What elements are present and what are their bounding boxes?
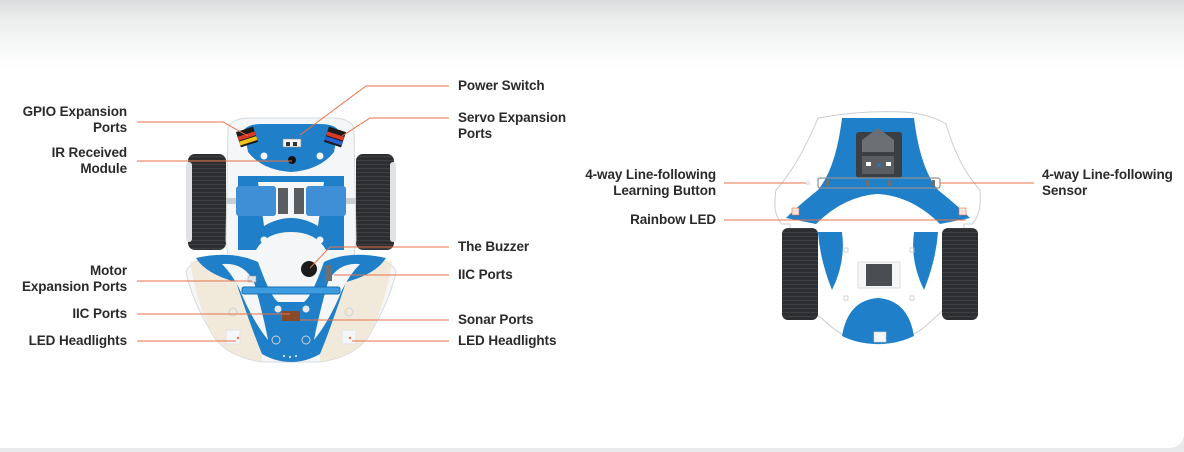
bottom-pcb-front [842, 298, 914, 344]
label-led-headlights-right: LED Headlights [458, 333, 556, 349]
label-power-switch: Power Switch [458, 78, 545, 94]
sonar-port [282, 311, 300, 321]
label-line: Learning Button [613, 183, 716, 198]
label-sonar-ports: Sonar Ports [458, 312, 534, 328]
label-line: Rainbow LED [630, 212, 716, 227]
label-line: LED Headlights [28, 333, 127, 348]
label-line: GPIO Expansion [22, 104, 127, 119]
label-iic-ports-left: IIC Ports [72, 306, 127, 322]
iic-port-right [326, 265, 332, 281]
label-line: Module [80, 161, 127, 176]
ir-receiver [288, 156, 296, 164]
svg-text:✕: ✕ [876, 161, 883, 170]
rainbow-led-left [791, 207, 800, 216]
label-servo-expansion-ports: Servo Expansion Ports [458, 110, 566, 142]
label-iic-ports-right: IIC Ports [458, 267, 513, 283]
servo-port-block [323, 126, 347, 148]
label-line: Ports [458, 126, 493, 141]
robot-bottom-view: ✕ [774, 111, 981, 345]
label-line: Power Switch [458, 78, 545, 93]
label-line: Motor [90, 263, 127, 278]
label-the-buzzer: The Buzzer [458, 239, 529, 255]
top-pcb-cap [244, 124, 338, 172]
label-line: Sonar Ports [458, 312, 534, 327]
callout-lines-top [137, 85, 449, 342]
sonar-bracket [241, 286, 341, 295]
headlight-right [341, 329, 357, 345]
label-line: Expansion Ports [21, 279, 127, 294]
label-line: Servo Expansion [458, 110, 567, 125]
label-line: IIC Ports [72, 306, 127, 321]
label-ir-received-module: IR Received Module [51, 145, 128, 177]
power-switch [282, 138, 302, 148]
bottom-left-wheel [782, 228, 818, 320]
callout-lines-bottom [724, 182, 1034, 221]
rainbow-led-right [958, 207, 967, 216]
bottom-right-wheel [942, 228, 978, 320]
label-line: IIC Ports [458, 267, 513, 282]
label-led-headlights-left: LED Headlights [29, 333, 127, 349]
label-gpio-expansion-ports: GPIO Expansion Ports [23, 104, 127, 136]
motor-port [247, 275, 257, 283]
label-line-following-sensor: 4-way Line-following Sensor [1042, 167, 1173, 199]
label-line: Ports [92, 120, 127, 135]
right-motor [306, 186, 346, 216]
right-wheel [356, 154, 396, 250]
label-line: 4-way Line-following [585, 167, 716, 182]
label-line: The Buzzer [458, 239, 530, 254]
left-motor [236, 186, 276, 216]
label-motor-expansion-ports: Motor Expansion Ports [22, 263, 127, 295]
label-rainbow-led: Rainbow LED [630, 212, 716, 228]
label-line: Sensor [1042, 183, 1088, 198]
label-line: IR Received [51, 145, 128, 160]
label-line: 4-way Line-following [1042, 167, 1173, 182]
learning-button [805, 180, 811, 186]
label-line-following-learning-button: 4-way Line-following Learning Button [585, 167, 716, 199]
left-wheel [186, 154, 226, 250]
label-line: LED Headlights [458, 333, 557, 348]
robot-top-view [185, 117, 397, 363]
